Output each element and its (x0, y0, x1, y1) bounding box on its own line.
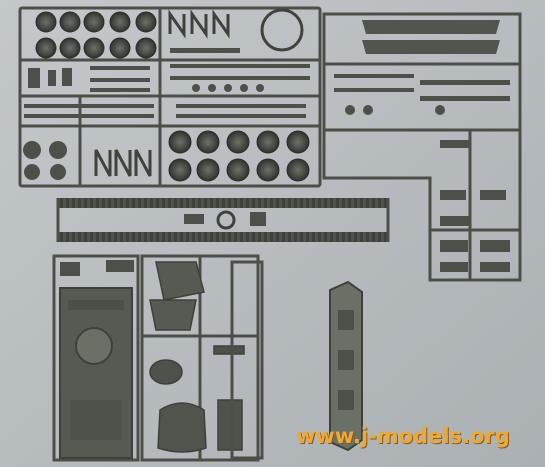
hull-part (59, 260, 134, 459)
small-parts-top-left (23, 66, 154, 180)
road-wheels-top (35, 11, 157, 59)
turret-parts (149, 261, 245, 453)
sprue-tracks (56, 198, 390, 242)
small-parts-top-mid (170, 48, 310, 118)
sprue-bottom-left (52, 254, 140, 462)
turret-ring-part (260, 8, 304, 52)
side-panel-part (329, 280, 363, 452)
small-parts-right (334, 74, 510, 272)
watermark: www.j-models.org (296, 424, 510, 448)
sprue-right (322, 12, 522, 282)
track-guides-n-shapes (94, 9, 230, 177)
sprue-bottom-right (230, 260, 264, 460)
road-wheels-bottom (168, 130, 310, 182)
fenders (362, 20, 500, 54)
sprue-top-left (18, 6, 322, 188)
